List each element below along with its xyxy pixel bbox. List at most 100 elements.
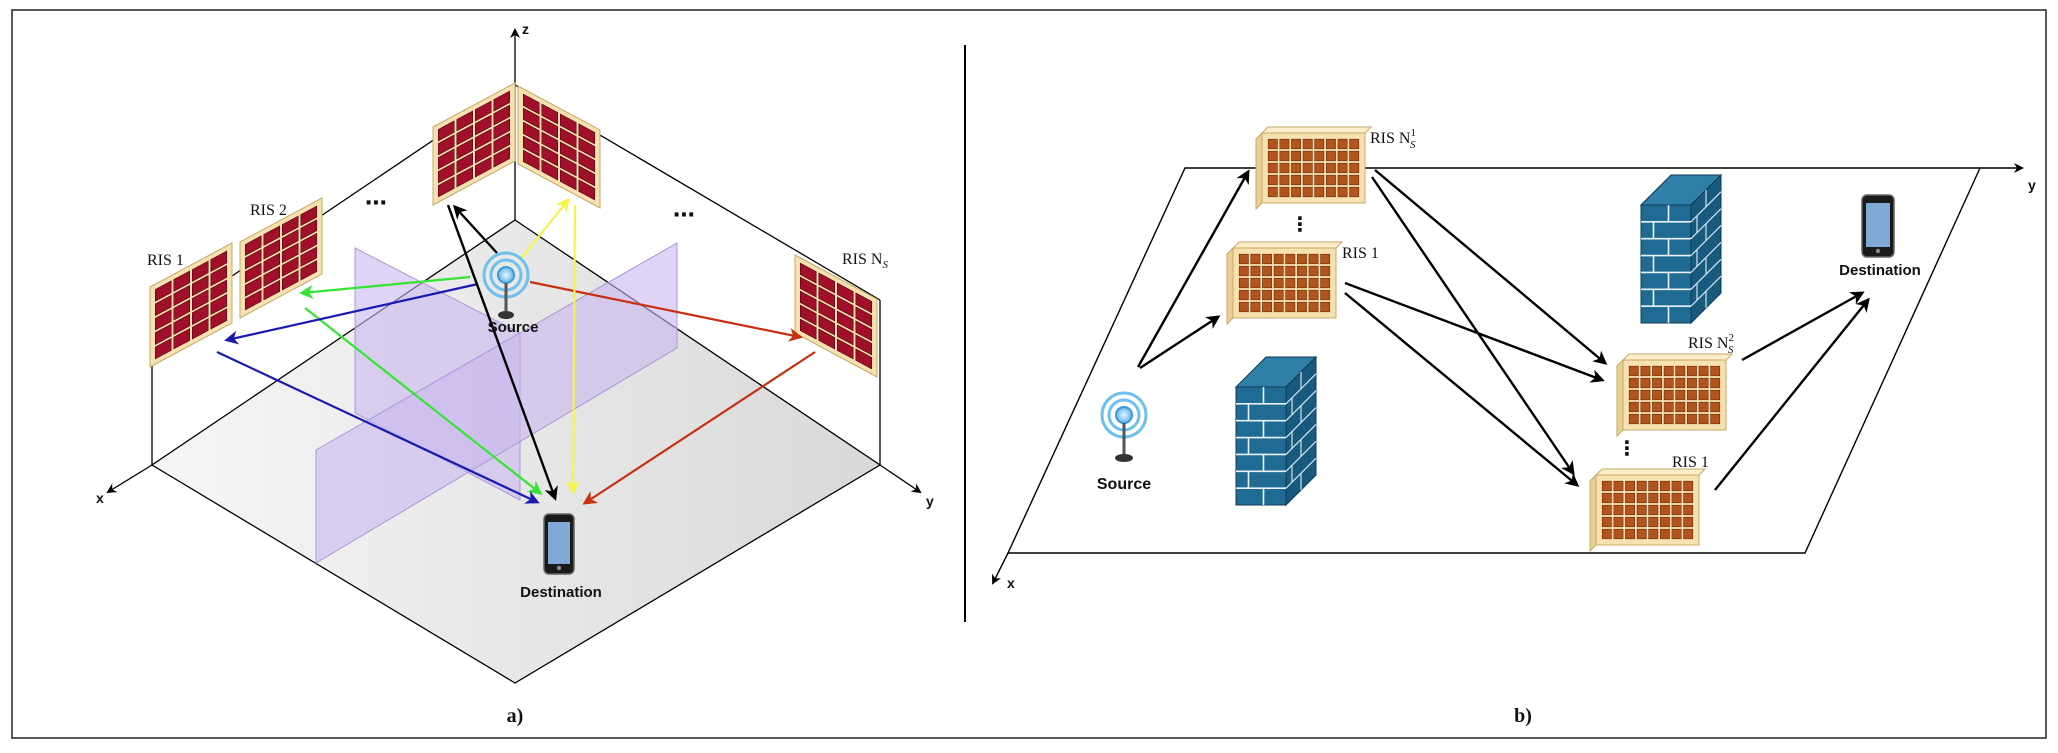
ris-element [1262,265,1272,277]
ris-element [155,338,172,360]
ris-element [474,100,492,122]
ris-element [456,110,474,132]
ris-element [1628,389,1639,401]
ris-element [1291,162,1301,174]
ris-element [1663,389,1674,401]
ris-element [1687,389,1697,401]
panel-a-risn-label: RIS NS [842,251,888,271]
ris-element [192,274,209,297]
ris-element [1302,138,1313,150]
ris-element [300,232,318,254]
ris-element [1675,413,1686,425]
ris-element [155,323,172,345]
ris-element [1267,150,1278,162]
ris-element [1326,174,1336,186]
ris-element [173,299,190,321]
ris-element [1279,150,1290,162]
ris-element [578,137,596,159]
ris-element [1613,504,1624,516]
ris-element [1337,162,1348,174]
ris-element [1291,186,1301,198]
ris-element [522,93,540,115]
ris-element [1652,413,1662,425]
ris-element [1663,377,1674,389]
ris-element [836,282,854,304]
panel-b-destination-icon [1861,194,1895,258]
ris-element [1640,401,1651,413]
ris-element [1687,413,1697,425]
ris-element [818,328,836,350]
ris-element [1601,504,1612,516]
ris-element [1285,265,1296,277]
ris-element [1279,138,1290,150]
ris-element [173,284,190,307]
ris-element [1648,480,1659,492]
ris-element [1238,277,1249,289]
panel-b-ris-1-right [1589,468,1707,553]
ris-element [1601,516,1612,528]
panel-b: y x Source Destination [992,126,2036,727]
ris-element [456,152,474,174]
panel-a-x-label: x [96,490,104,506]
ris-element [1640,389,1651,401]
panel-a-axis-y [879,464,922,494]
ris-element [1262,289,1272,301]
ris-element [1267,174,1278,186]
ris-element [1273,253,1284,265]
ris-element [1337,150,1348,162]
ris-element [173,313,190,336]
ris-element [1625,528,1635,540]
panel-a-path-blue-1 [224,282,479,345]
ris-element [1675,377,1686,389]
ris-element [1648,492,1659,504]
ris-element [1663,401,1674,413]
ris-element [281,215,299,237]
panel-a-ris-group [149,82,878,378]
ris-element [1636,528,1647,540]
panel-b-source-label: Source [1097,476,1151,493]
ris-element [300,260,318,281]
ris-element [1601,480,1612,492]
panel-a-caption: a) [507,705,524,727]
ris-element [1308,289,1319,301]
ris-element [192,260,209,282]
ris-element [456,124,474,146]
ris-element [1320,253,1331,265]
ris-element [1698,413,1709,425]
ris-element [281,256,299,277]
ris-element [210,293,227,316]
ris-element [1279,174,1290,186]
ris-element [1687,401,1697,413]
ris-element [1297,265,1307,277]
ris-element [474,142,492,164]
ris-element [1660,516,1670,528]
ris-element [1636,504,1647,516]
ris-element [1648,516,1659,528]
panel-a-ellipsis-left: ⋯ [365,190,387,215]
ris-element [1297,277,1307,289]
ris-element [155,309,172,331]
ris-element [437,148,455,170]
ris-element [836,338,854,360]
ris-element [1652,389,1662,401]
ris-element [522,121,540,143]
ris-element [1320,301,1331,313]
panel-a-destination-icon [543,513,575,575]
ris-element [245,289,262,311]
ris-element [799,318,817,340]
ris-element [559,127,577,149]
panel-b-arrow-left-mid [1344,281,1605,383]
ris-element [300,219,318,240]
ris-element [1636,516,1647,528]
ris-element [1302,174,1313,186]
ris-element [522,135,540,157]
ris-element [281,229,299,250]
panel-b-arrow-left-bottom [1344,292,1580,487]
ris-element [1671,504,1682,516]
panel-b-arrow-top-mid [1374,169,1608,365]
ris-element [1652,365,1662,377]
ris-element [1671,528,1682,540]
